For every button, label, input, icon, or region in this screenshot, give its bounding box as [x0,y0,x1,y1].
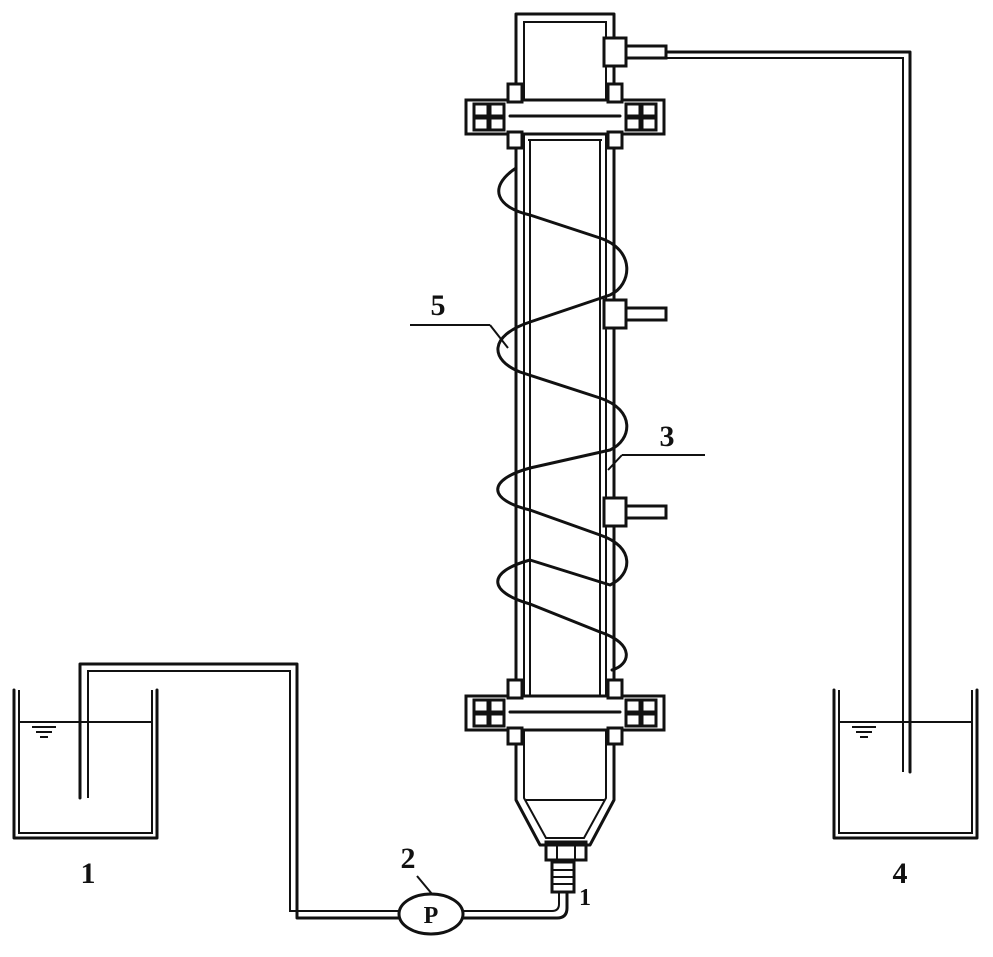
label-pump: 2 [401,842,416,875]
coil-leader-tick [489,324,509,349]
heating-coil [496,166,629,672]
bottom-flange [464,678,666,746]
effluent-pipe-outer [664,50,912,774]
label-column: 3 [660,420,675,453]
label-coil: 5 [431,289,446,322]
sampling-port-lower [602,496,668,528]
sampling-port-top [602,36,668,68]
label-collection-tank: 4 [893,857,908,890]
column-outer-wall [514,12,616,847]
feed-tank-outer [12,688,159,840]
feed-pipe-outer [78,662,404,920]
outlet-pipe-inner [463,876,560,912]
label-feed-tank: 1 [81,857,96,890]
collection-tank [832,688,979,840]
collection-tank-outer [832,688,979,840]
collection-tank-level-symbol [852,726,876,738]
feed-tank-level-symbol [32,726,56,738]
column-leader-tick [607,454,623,471]
feed-tank [12,688,159,840]
pump-symbol-text: P [424,903,439,929]
collection-tank-inner [838,690,973,834]
feed-pipe-inner [87,670,402,912]
sampling-port-middle [602,298,668,330]
label-valve: 1 [579,885,591,911]
pump: P [397,892,465,936]
column-inner-wall [523,21,607,839]
effluent-pipe-inner [666,57,904,772]
pump-leader-line [416,875,433,895]
outlet-pipe-outer [461,874,569,920]
top-flange [464,82,666,150]
feed-tank-inner [18,690,153,834]
